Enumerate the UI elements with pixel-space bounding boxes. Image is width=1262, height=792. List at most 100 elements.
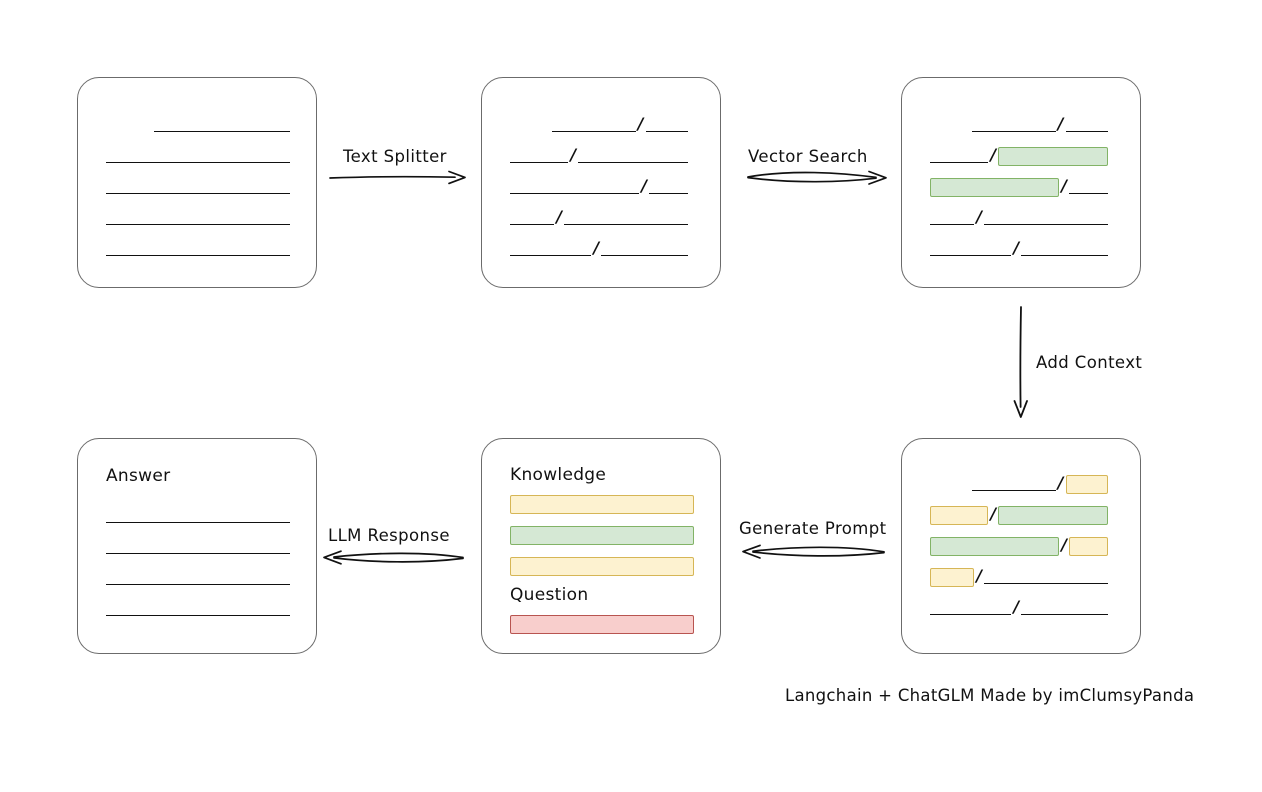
text-line [78,538,316,556]
slash-separator: / [593,238,600,257]
edge-label-llm-response: LLM Response [328,526,450,545]
text-underline-segment [153,116,291,134]
indent-gap [930,475,972,493]
text-line: / [902,240,1140,258]
slash-separator: / [990,504,997,523]
text-line: / [482,178,720,196]
text-underline-segment [510,178,640,196]
text-line: / [902,504,1140,525]
text-underline-segment [510,209,555,227]
text-line: / [902,599,1140,617]
text-line-segments: / [930,116,1112,134]
prompt-bars [482,439,720,653]
slash-separator: / [976,207,983,226]
answer-lines [78,439,316,653]
highlighted-chunk-yellow [930,567,975,587]
text-underline-segment [972,475,1056,493]
text-line-segments [106,538,290,556]
slash-separator: / [1013,597,1020,616]
edge-label-text-splitter: Text Splitter [343,147,447,166]
prompt-box[interactable]: Knowledge Question [481,438,721,654]
text-line: / [902,535,1140,556]
highlighted-chunk-yellow [1069,536,1108,556]
text-underline-segment [106,240,290,258]
text-line-segments: / [510,147,692,165]
question-bar-red [510,615,694,634]
knowledge-bar-yellow [510,495,694,514]
slash-separator: / [570,145,577,164]
text-line-segments [106,600,290,618]
text-line-segments: / [930,209,1112,227]
indent-gap [510,116,552,134]
text-line-segments: / [510,240,692,258]
text-line-segments [106,209,290,227]
context-document-lines: / / / / / [902,439,1140,653]
arrow-vector-search [747,170,887,185]
text-line-segments [106,178,290,196]
text-underline-segment [106,209,290,227]
text-line-segments: / [930,504,1112,525]
text-underline-segment [649,178,688,196]
answer-title: Answer [106,466,171,486]
text-line: / [482,116,720,134]
text-line [78,147,316,165]
text-underline-segment [930,209,975,227]
footer-credit: Langchain + ChatGLM Made by imClumsyPand… [785,686,1195,705]
edge-label-generate-prompt: Generate Prompt [739,519,887,538]
text-line-segments [106,507,290,525]
vector-matched-document-box[interactable]: ///// [901,77,1141,288]
context-document-box[interactable]: / / / / / [901,438,1141,654]
slash-separator: / [1061,535,1068,554]
text-underline-segment [578,147,688,165]
text-line-segments [106,116,291,134]
text-line-segments: / [930,145,1112,166]
slash-separator: / [1057,473,1064,492]
text-underline-segment [972,116,1056,134]
text-line [78,116,316,134]
source-document-box[interactable] [77,77,317,288]
slash-separator: / [990,145,997,164]
question-title: Question [510,585,589,605]
answer-box[interactable]: Answer [77,438,317,654]
text-underline-segment [552,116,636,134]
text-underline-segment [106,569,290,587]
text-line [78,209,316,227]
arrow-text-splitter [329,170,466,185]
text-underline-segment [106,507,290,525]
slash-separator: / [641,176,648,195]
text-underline-segment [601,240,688,258]
text-line: / [902,116,1140,134]
slash-separator: / [556,207,563,226]
text-line-segments: / [930,240,1112,258]
highlighted-chunk-yellow [930,505,989,525]
highlighted-chunk-green [998,146,1108,166]
text-underline-segment [1065,116,1109,134]
text-underline-segment [1069,178,1108,196]
text-line-segments: / [930,599,1112,617]
text-line: / [482,240,720,258]
knowledge-title: Knowledge [510,465,607,485]
text-underline-segment [1021,599,1108,617]
text-line-segments [106,147,290,165]
indent-gap [930,116,972,134]
source-document-lines [78,78,316,287]
highlighted-chunk-green [930,177,1060,197]
text-underline-segment [930,240,1012,258]
text-line: / [482,147,720,165]
slash-separator: / [1013,238,1020,257]
text-line: / [902,209,1140,227]
text-line: / [902,145,1140,166]
edge-label-add-context: Add Context [1036,353,1143,372]
text-line-segments: / [510,116,692,134]
text-line: / [902,567,1140,587]
text-line-segments: / [930,473,1112,494]
text-underline-segment [984,209,1108,227]
split-document-lines: / / / / / [482,78,720,287]
highlighted-chunk-green [998,505,1108,525]
split-document-box[interactable]: / / / / / [481,77,721,288]
text-line-segments: / [510,209,692,227]
text-line [78,569,316,587]
slash-separator: / [637,114,644,133]
text-line [78,240,316,258]
text-underline-segment [106,178,290,196]
